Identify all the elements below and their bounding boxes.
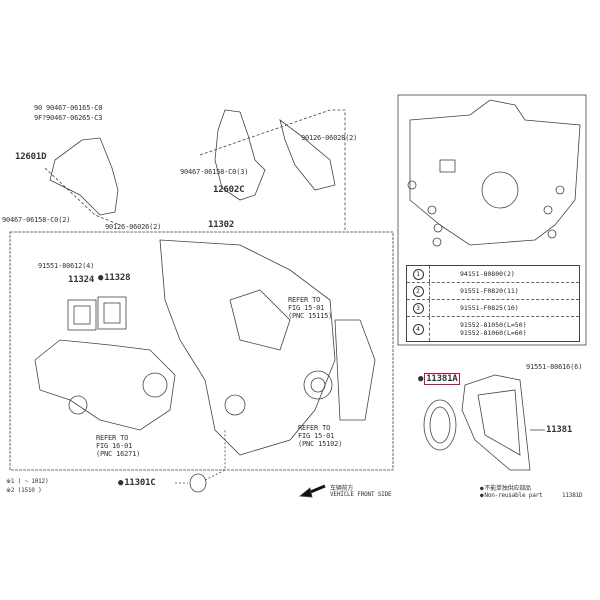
part-label-non-reusable: 11381A [418,373,460,385]
note: ※1 ( ~ 1012) [6,478,49,485]
part-label: 91551-80612(4) [38,262,95,270]
bracket-12601d [49,137,119,216]
part-label: 91551-80616(6) [526,363,583,371]
part-label: 90126-06028(2) [301,134,358,142]
part-label: 11381 [546,425,573,435]
part-label: 11302 [208,220,235,230]
front-note: 车辆前方 [330,485,354,492]
part-label-non-reusable: 11301C [118,478,156,488]
note: ※2 (1510 ) [6,487,42,494]
legend-non-reusable: Non-reusable part [480,492,542,499]
part-label: 9F?90467-06265-C3 [34,114,103,122]
legend-cn: 不能单独供应部品 [480,483,531,492]
front-note: VEHICLE FRONT SIDE [330,491,392,498]
part-label: 90467-06158-C0(2) [2,216,71,224]
part-label: 90467-06158-C0(3) [180,168,249,176]
engine-block-outline [409,99,581,246]
seal-11301c [189,473,207,493]
pulley [303,370,333,400]
part-label: 11324 [68,275,95,285]
engine-overview-box [397,94,587,346]
water-pump [34,339,176,431]
part-label-non-reusable: 11328 [98,273,130,283]
part-label: 90126-06026(2) [105,223,162,231]
gasket-11328 [97,296,127,330]
oil-seal [423,399,457,451]
seal-retainer-11381 [461,374,531,471]
bracket-12602c [214,109,266,201]
part-label: 90 90467-06165-C0 [34,104,103,112]
main-group-box [9,231,394,471]
part-label: 12601D [15,152,47,162]
timing-cover-11302 [159,239,336,456]
bolt-callouts [407,180,565,247]
oil-pump [334,319,376,421]
front-arrow-icon [298,487,313,498]
diagram-code: 11381D [562,492,583,499]
part-label: 12602C [213,185,245,195]
gasket-11324 [67,299,97,331]
